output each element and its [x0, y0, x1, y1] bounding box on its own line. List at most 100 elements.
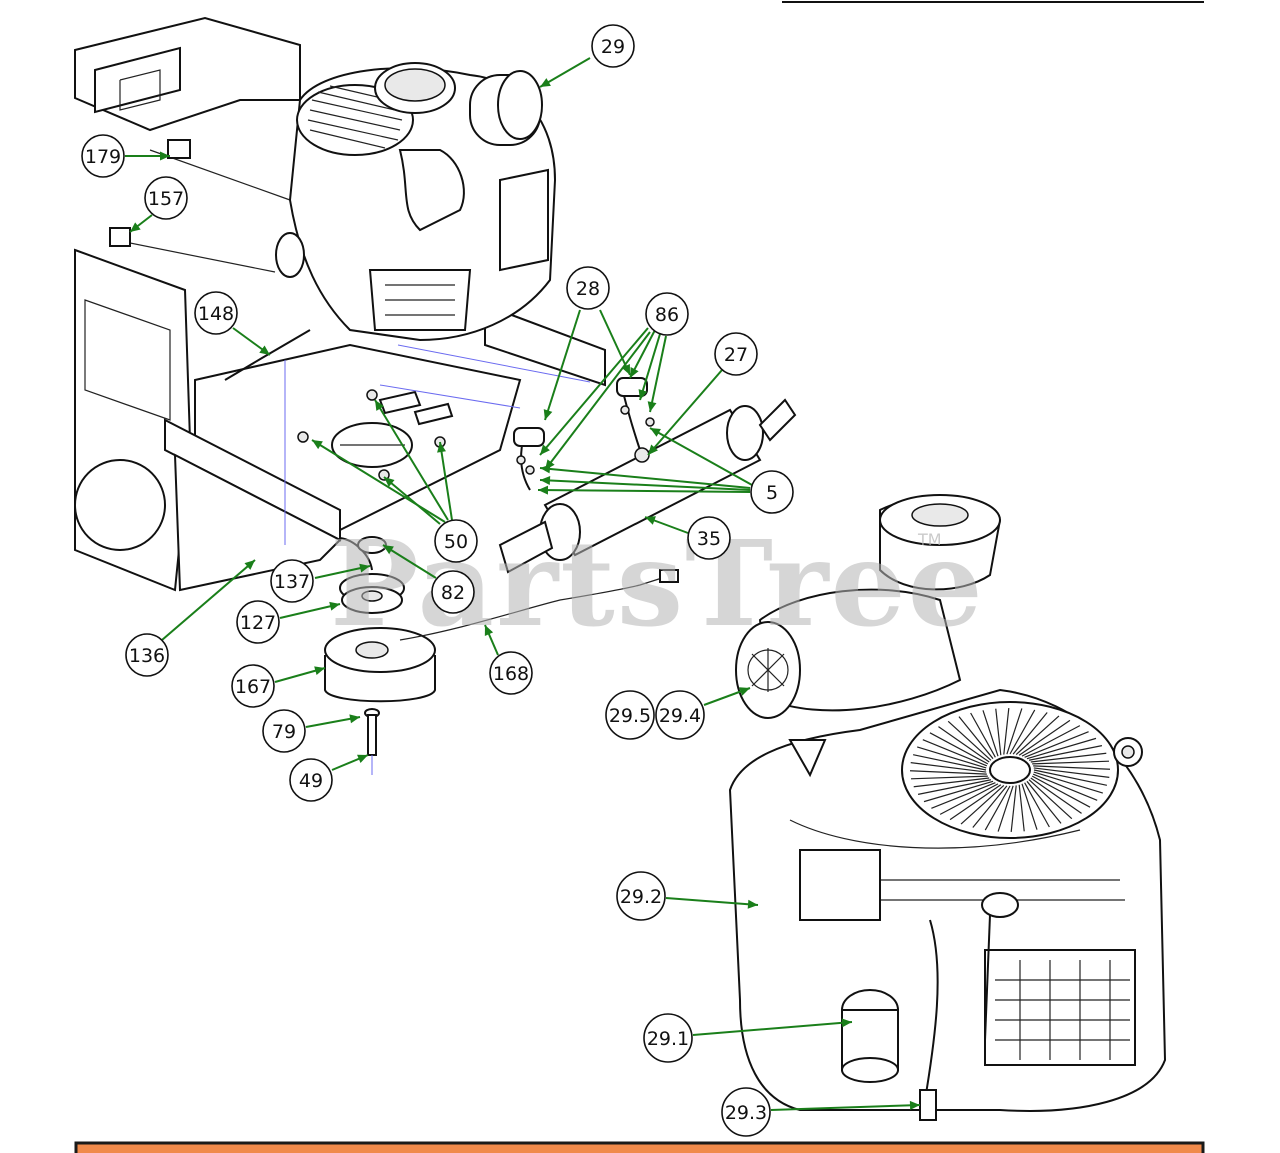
callout-29-4[interactable]: 29.4: [655, 690, 705, 740]
callout-29-5[interactable]: 29.5: [605, 690, 655, 740]
callout-167[interactable]: 167: [231, 664, 275, 708]
leader-line: [374, 399, 449, 521]
callout-circle: [231, 664, 275, 708]
leader-line: [161, 559, 256, 641]
callout-27[interactable]: 27: [714, 332, 758, 376]
callout-49[interactable]: 49: [289, 758, 333, 802]
leader-line: [692, 1021, 853, 1036]
callout-number: 27: [724, 344, 748, 366]
callout-circle: [270, 559, 314, 603]
leader-arrowhead: [357, 754, 368, 763]
leader-arrowhead: [648, 444, 658, 455]
engine-top-view-drawing: [275, 62, 557, 342]
leader-arrowhead: [909, 1100, 920, 1110]
callout-82[interactable]: 82: [431, 570, 475, 614]
callout-29-2[interactable]: 29.2: [616, 871, 666, 921]
leader-line: [539, 479, 751, 491]
callout-number: 5: [766, 482, 778, 504]
callout-number: 168: [493, 663, 529, 685]
callout-number: 157: [148, 188, 184, 210]
callout-circle: [616, 871, 666, 921]
callout-number: 167: [235, 676, 271, 698]
callout-157[interactable]: 157: [144, 176, 188, 220]
callout-number: 127: [240, 612, 276, 634]
callout-number: 29: [601, 36, 625, 58]
callout-circle: [81, 134, 125, 178]
callout-circle: [655, 690, 705, 740]
leader-line: [539, 327, 649, 456]
callout-circle: [645, 292, 689, 336]
callout-28[interactable]: 28: [566, 266, 610, 310]
callout-number: 137: [274, 571, 310, 593]
callout-5[interactable]: 5: [750, 470, 794, 514]
leader-line: [539, 467, 751, 489]
leader-arrowhead: [638, 389, 648, 400]
callout-circle: [566, 266, 610, 310]
callout-number: 29.2: [620, 886, 662, 908]
leader-arrowhead: [540, 78, 551, 87]
leader-arrowhead: [540, 444, 550, 455]
callout-circle: [434, 519, 478, 563]
callout-29-1[interactable]: 29.1: [643, 1013, 693, 1063]
engine-detail-drawing: [728, 494, 1167, 1121]
callout-circle: [643, 1013, 693, 1063]
callout-number: 28: [576, 278, 600, 300]
callout-circle: [194, 291, 238, 335]
leader-arrowhead: [314, 666, 325, 676]
leader-arrowhead: [383, 545, 394, 555]
leader-arrowhead: [543, 409, 553, 420]
callout-number: 86: [655, 304, 679, 326]
mower-frame-drawing: [74, 16, 606, 592]
callout-50[interactable]: 50: [434, 519, 478, 563]
leader-arrowhead: [841, 1018, 852, 1028]
leader-arrowhead: [160, 151, 170, 161]
leader-line: [770, 1104, 921, 1111]
callout-circle: [125, 633, 169, 677]
callout-circle: [489, 651, 533, 695]
callout-number: 49: [299, 770, 323, 792]
leader-line: [649, 335, 667, 413]
callout-86[interactable]: 86: [645, 292, 689, 336]
pto-clutch-drawing: [324, 536, 679, 775]
callout-circle: [262, 709, 306, 753]
callout-number: 29.5: [609, 705, 651, 727]
callout-circle: [714, 332, 758, 376]
leader-line: [439, 441, 453, 521]
callout-number: 136: [129, 645, 165, 667]
callout-circle: [605, 690, 655, 740]
leader-lines: [125, 57, 921, 1111]
callout-number: 82: [441, 582, 465, 604]
callout-137[interactable]: 137: [270, 559, 314, 603]
leader-arrowhead: [349, 714, 360, 724]
svg-text:TM: TM: [917, 530, 942, 549]
leader-arrowhead: [359, 563, 370, 573]
leader-arrowhead: [621, 364, 630, 375]
leader-line: [279, 603, 341, 619]
leader-arrowhead: [739, 687, 750, 696]
callout-136[interactable]: 136: [125, 633, 169, 677]
callout-circle: [144, 176, 188, 220]
leader-line: [382, 544, 437, 579]
leader-arrowhead: [259, 345, 270, 355]
callout-35[interactable]: 35: [687, 516, 731, 560]
leader-line: [649, 427, 753, 486]
callout-circle: [721, 1087, 771, 1137]
callout-79[interactable]: 79: [262, 709, 306, 753]
callout-179[interactable]: 179: [81, 134, 125, 178]
muffler-drawing: [498, 377, 797, 574]
callout-168[interactable]: 168: [489, 651, 533, 695]
callout-127[interactable]: 127: [236, 600, 280, 644]
callout-number: 50: [444, 531, 468, 553]
leader-arrowhead: [650, 428, 661, 437]
leader-arrowhead: [130, 222, 141, 232]
callout-number: 179: [85, 146, 121, 168]
leader-line: [665, 897, 759, 906]
callout-number: 29.1: [647, 1028, 689, 1050]
leader-line: [639, 333, 661, 401]
leader-arrowhead: [375, 400, 385, 411]
callout-29-3[interactable]: 29.3: [721, 1087, 771, 1137]
callout-29[interactable]: 29: [591, 24, 635, 68]
leader-arrowhead: [538, 485, 549, 495]
callout-148[interactable]: 148: [194, 291, 238, 335]
